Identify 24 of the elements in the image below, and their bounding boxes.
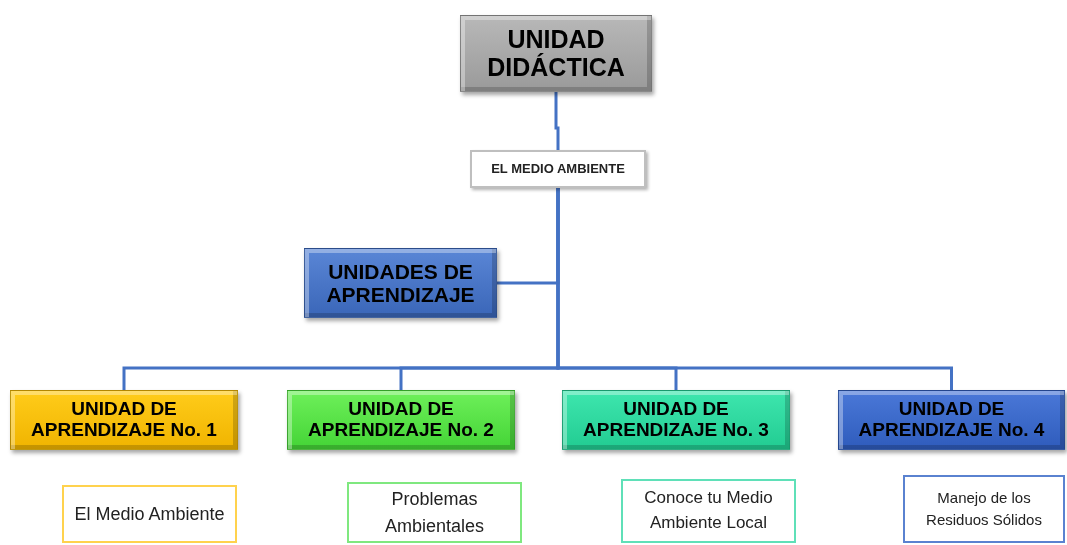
topic-box xyxy=(347,482,522,543)
box-label: Manejo de los Residuos Sólidos xyxy=(925,488,1043,530)
unit-box xyxy=(287,390,515,450)
topic-box xyxy=(470,150,646,188)
box-label: UNIDAD DE APRENDIZAJE No. 1 xyxy=(30,399,218,441)
topic-box xyxy=(903,475,1065,543)
section-box xyxy=(304,248,497,318)
box-label: El Medio Ambiente xyxy=(74,502,225,526)
unit-box xyxy=(838,390,1065,450)
unit-box xyxy=(10,390,238,450)
unit-box xyxy=(562,390,790,450)
box-label: UNIDAD DE APRENDIZAJE No. 2 xyxy=(307,399,495,441)
box-label: Conoce tu Medio Ambiente Local xyxy=(643,487,774,534)
topic-box xyxy=(62,485,237,543)
box-label: UNIDAD DE APRENDIZAJE No. 3 xyxy=(582,399,770,441)
topic-box xyxy=(621,479,796,543)
box-label: Problemas Ambientales xyxy=(383,488,486,538)
box-label: UNIDAD DE APRENDIZAJE No. 4 xyxy=(857,399,1046,441)
connector-line xyxy=(554,92,560,150)
box-label: UNIDAD DIDÁCTICA xyxy=(486,26,626,81)
connector-line xyxy=(556,188,953,390)
box-label: EL MEDIO AMBIENTE xyxy=(491,159,625,178)
title-box xyxy=(460,15,652,92)
box-label: UNIDADES DE APRENDIZAJE xyxy=(325,259,476,307)
